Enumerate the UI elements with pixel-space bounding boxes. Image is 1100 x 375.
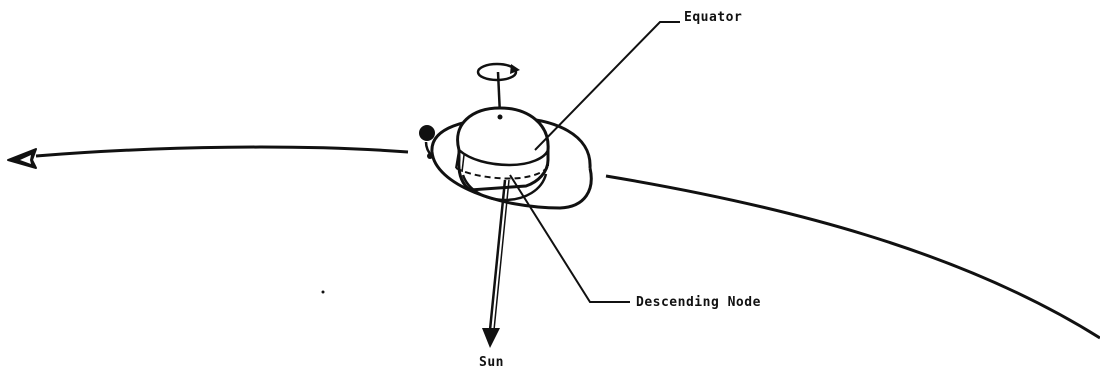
equator-label: Equator xyxy=(684,10,743,25)
satellite-icon xyxy=(419,125,435,141)
planet-body xyxy=(456,106,550,192)
orbit-path-left xyxy=(35,145,409,158)
equator-dashed xyxy=(455,165,549,180)
equator-leader-line xyxy=(534,21,680,151)
sun-arrow-icon xyxy=(482,328,500,348)
descending-node-label: Descending Node xyxy=(636,295,761,310)
orbit-arrowhead xyxy=(7,148,37,169)
orbit-path-right xyxy=(605,174,1100,340)
planet-ring-front xyxy=(430,151,593,210)
sun-label: Sun xyxy=(479,355,504,370)
rotation-arrow-icon xyxy=(476,62,518,82)
equator-line xyxy=(458,149,550,167)
sun-direction-line xyxy=(488,179,507,331)
descending-node-leader-line xyxy=(509,174,630,303)
planet-lower-hemisphere xyxy=(461,173,548,202)
